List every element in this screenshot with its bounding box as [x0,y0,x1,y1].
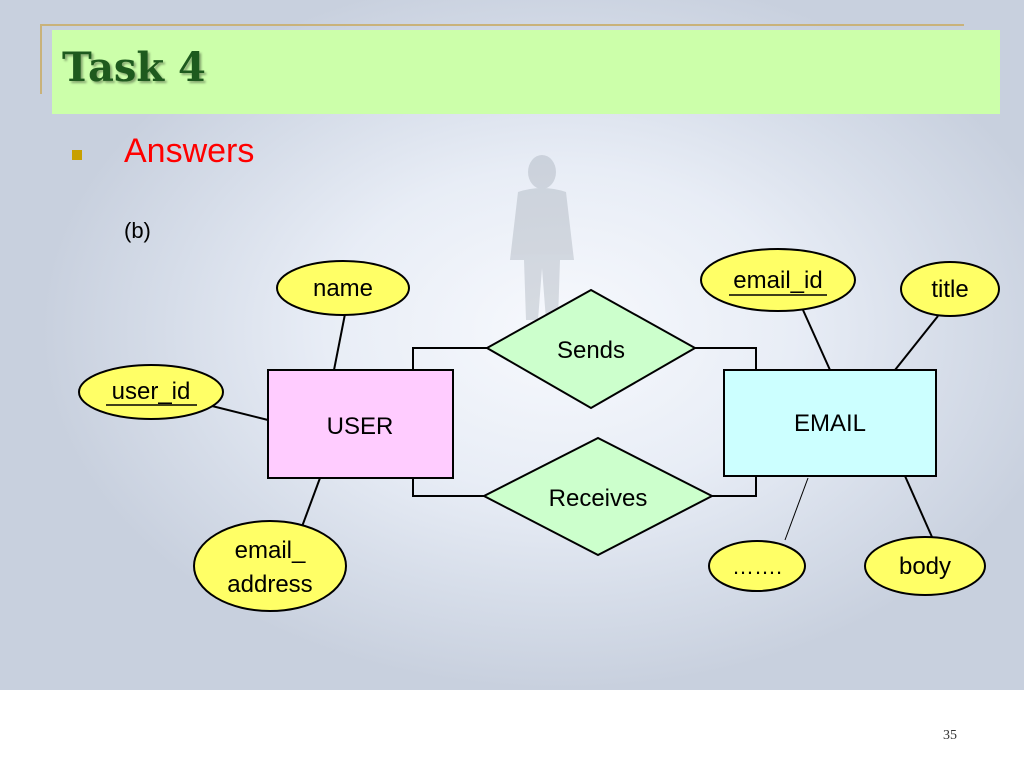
connector-user-receives [412,478,485,497]
title-frame-line [40,24,42,94]
connector-body-email [904,475,933,538]
connector-emailid-email [802,309,831,371]
title-bar [52,30,1000,114]
connector-user-sends [412,347,488,370]
relationship-receives-diamond [481,436,715,557]
attribute-body-ellipse [864,536,986,596]
bullet-text: Answers [124,132,255,170]
attribute-ellipsis-ellipse [708,540,806,592]
connector-title-email [894,315,939,371]
attribute-emailid-label: email_id [733,267,822,294]
title-frame-line [40,24,964,26]
entity-email-box [723,369,937,477]
bullet-square-icon [72,150,82,160]
connector-receives-email [712,476,757,497]
attribute-ellipsis-label: ……. [732,554,782,579]
attribute-title-ellipse [900,261,1000,317]
attribute-emailaddress-ellipse [193,520,347,612]
attribute-name-ellipse [276,260,410,316]
attribute-userid-label: user_id [112,378,191,405]
attribute-emailaddress-label-line2: address [227,571,312,598]
relationship-sends-diamond [484,288,698,410]
connector-ellipsis-email [784,477,809,541]
connector-name-user [333,313,346,371]
page-number: 35 [943,728,957,743]
connector-sends-email [695,347,757,370]
entity-email-label: EMAIL [794,410,866,437]
connector-emailaddress-user [299,477,321,533]
relationship-receives-label: Receives [549,485,648,512]
entity-user-label: USER [327,413,394,440]
entity-user-box [267,369,454,479]
slide-title: Task 4 [62,44,206,91]
businessman-silhouette-icon [510,155,574,320]
attribute-title-label: title [931,276,968,303]
relationship-sends-label: Sends [557,337,625,364]
attribute-name-label: name [313,275,373,302]
connector-userid-user [207,404,269,421]
attribute-emailaddress-label-line1: email_ [235,537,306,564]
attribute-body-label: body [899,553,951,580]
er-diagram: USER EMAIL Sends Receives name user_id e… [78,248,1000,612]
part-label: (b) [124,218,151,243]
